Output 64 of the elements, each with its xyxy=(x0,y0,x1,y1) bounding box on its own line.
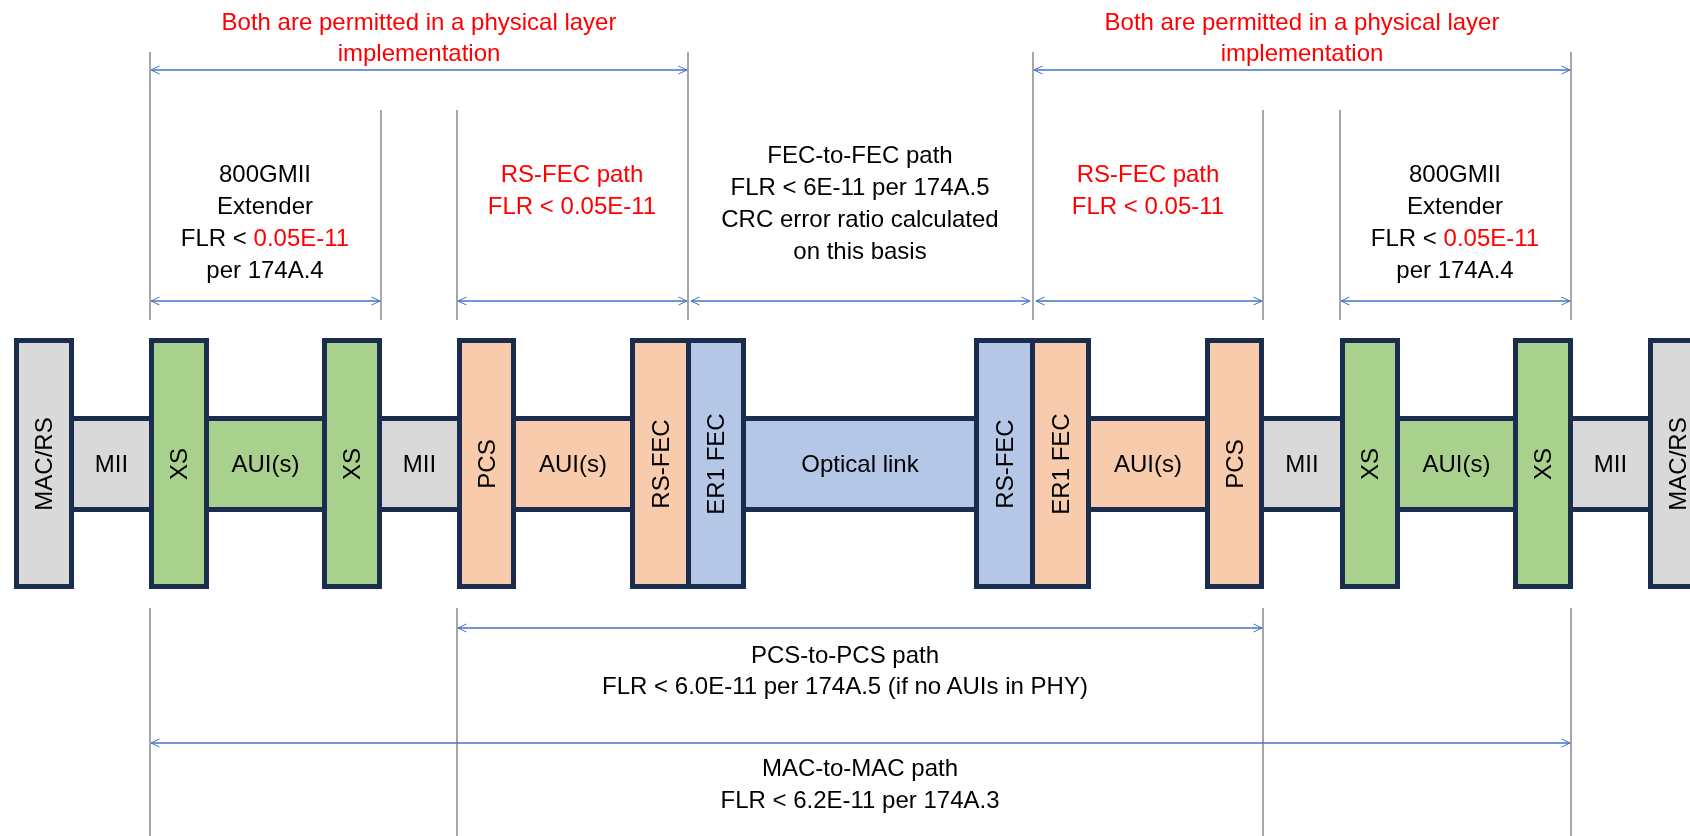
block-label: MII xyxy=(1285,450,1319,478)
path-annotation: 800GMII xyxy=(219,159,311,189)
block-label: Optical link xyxy=(801,450,919,478)
block-label: MAC/RS xyxy=(30,416,58,511)
layer-block xyxy=(1205,338,1264,589)
block-label: ER1 FEC xyxy=(702,412,730,515)
interface-band xyxy=(209,416,322,512)
layer-block xyxy=(1513,338,1573,589)
note-text: Both are permitted in a physical layer xyxy=(1104,7,1500,37)
block-label: AUI(s) xyxy=(1114,450,1182,478)
path-annotation: FLR < xyxy=(180,223,247,253)
path-annotation: on this basis xyxy=(793,236,927,266)
layer-block xyxy=(14,338,74,589)
layer-block xyxy=(1340,338,1400,589)
interface-band xyxy=(1400,416,1513,512)
path-annotation: per 174A.4 xyxy=(1396,255,1514,285)
path-annotation: per 174A.4 xyxy=(206,255,324,285)
interface-band xyxy=(1091,416,1205,512)
note-text: implementation xyxy=(337,38,501,68)
block-label: XS xyxy=(165,447,193,480)
path-annotation: FLR < 6.0E-11 per 174A.5 (if no AUIs in PHY) xyxy=(602,671,1088,701)
layer-block xyxy=(1648,338,1690,589)
layer-block xyxy=(149,338,209,589)
block-label: RS-FEC xyxy=(990,418,1019,509)
layer-block xyxy=(457,338,516,589)
note-text: 0.05E-11 xyxy=(253,223,350,253)
note-text: RS-FEC path xyxy=(1076,159,1220,189)
path-annotation: 800GMII xyxy=(1409,159,1501,189)
block-label: ER1 FEC xyxy=(1046,412,1075,515)
block-label: PCS xyxy=(1220,438,1249,489)
path-annotation: FLR < xyxy=(1370,223,1437,253)
block-label: XS xyxy=(1356,447,1384,480)
block-label: MII xyxy=(402,450,437,478)
block-label: MAC/RS xyxy=(1664,416,1690,511)
note-text: RS-FEC path xyxy=(500,159,644,189)
note-text: implementation xyxy=(1220,38,1384,68)
interface-band xyxy=(746,416,974,512)
block-label: AUI(s) xyxy=(231,450,300,478)
block-label: AUI(s) xyxy=(1422,450,1491,478)
block-label: RS-FEC xyxy=(646,418,675,509)
interface-band xyxy=(516,416,630,512)
note-text: Both are permitted in a physical layer xyxy=(221,7,617,37)
note-text: FLR < 0.05E-11 xyxy=(487,191,657,221)
layer-block xyxy=(322,338,382,589)
path-annotation: FEC-to-FEC path xyxy=(767,140,953,170)
block-label: AUI(s) xyxy=(539,450,607,478)
block-label: PCS xyxy=(472,438,501,489)
interface-band xyxy=(74,416,149,512)
block-label: XS xyxy=(338,447,366,480)
path-annotation: FLR < 6E-11 per 174A.5 xyxy=(730,172,990,202)
note-text: 0.05E-11 xyxy=(1443,223,1540,253)
block-label: XS xyxy=(1529,447,1557,480)
path-annotation: FLR < 6.2E-11 per 174A.3 xyxy=(720,785,1000,815)
path-annotation: MAC-to-MAC path xyxy=(762,753,958,783)
interface-band xyxy=(1264,416,1340,512)
path-annotation: Extender xyxy=(216,191,314,221)
block-label: MII xyxy=(1593,450,1628,478)
interface-band xyxy=(1573,416,1648,512)
path-annotation: Extender xyxy=(1406,191,1504,221)
block-label: MII xyxy=(94,450,129,478)
path-annotation: CRC error ratio calculated xyxy=(721,204,999,234)
interface-band xyxy=(382,416,457,512)
note-text: FLR < 0.05-11 xyxy=(1071,191,1225,221)
path-annotation: PCS-to-PCS path xyxy=(750,640,940,670)
